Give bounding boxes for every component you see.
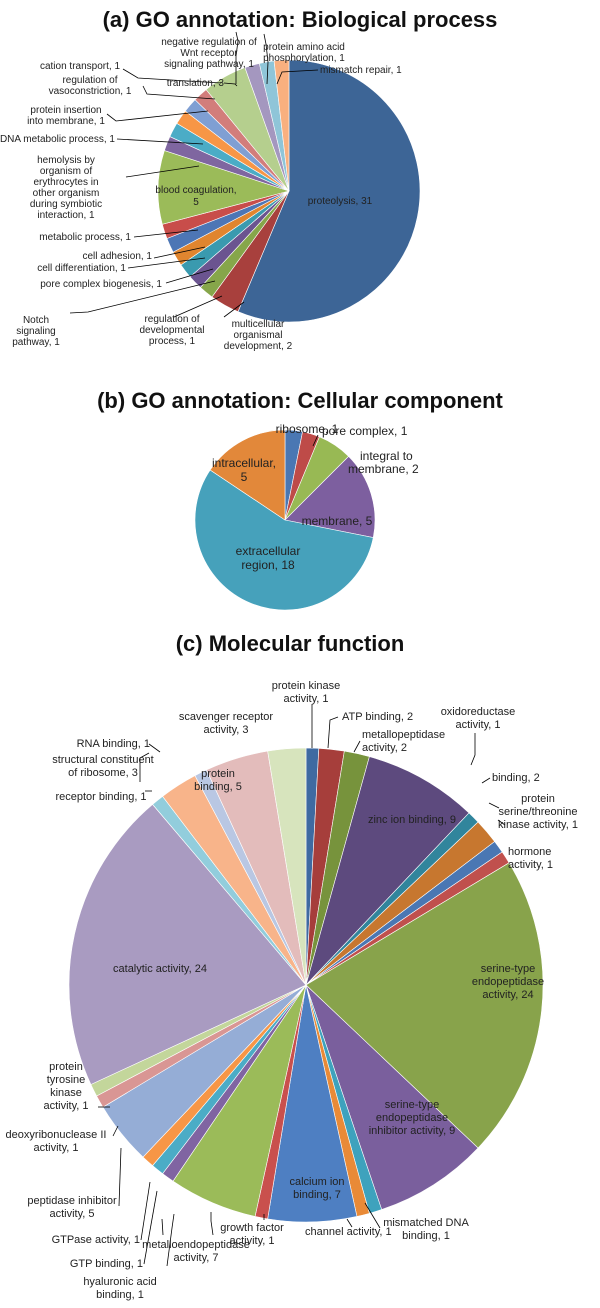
- chart-b-slices: [194, 429, 376, 611]
- chart-c-slice-scavenger-receptor-activity: [267, 747, 307, 986]
- chart-a-title: (a) GO annotation: Biological process: [103, 7, 498, 32]
- chart-c-label-catalytic-activity: catalytic activity, 24: [113, 963, 207, 975]
- chart-c-label-zinc-ion-binding: zinc ion binding, 9: [368, 814, 456, 826]
- chart-c-label-gtpase-activity: GTPase activity, 1: [52, 1234, 140, 1246]
- chart-a-label-cation-transport: cation transport, 1: [40, 61, 120, 72]
- chart-b-label-ribosome: ribosome, 1: [276, 422, 339, 436]
- chart-a-label-blood-coagulation: blood coagulation,5: [155, 185, 236, 208]
- chart-a-label-proteolysis: proteolysis, 31: [308, 196, 373, 207]
- chart-a-label-cell-differentiation: cell differentiation, 1: [37, 263, 126, 274]
- chart-c-title: (c) Molecular function: [176, 631, 405, 656]
- chart-b-slice-extracellular-region: [194, 469, 374, 611]
- chart-a-slice-proteolysis: [237, 59, 421, 323]
- chart-a-label-cell-adhesion: cell adhesion, 1: [83, 251, 153, 262]
- chart-c-slice-serine-type-endopeptidase-activity: [305, 862, 544, 1149]
- chart-c-label-receptor-binding: receptor binding, 1: [55, 791, 146, 803]
- chart-c-slice-zinc-ion-binding: [305, 756, 470, 986]
- chart-a-slice-mismatch-repair: [273, 59, 290, 192]
- chart-b-label-membrane: membrane, 5: [302, 514, 373, 528]
- chart-molecular-function: (c) Molecular function prot: [6, 631, 578, 1301]
- chart-a-label-pore-complex-biogenesis: pore complex biogenesis, 1: [40, 279, 162, 290]
- chart-a-label-dna-metabolic-process: DNA metabolic process, 1: [0, 134, 115, 145]
- chart-a-label-mismatch-repair: mismatch repair, 1: [320, 65, 402, 76]
- chart-a-label-metabolic-process: metabolic process, 1: [39, 232, 131, 243]
- chart-c-slice-serine-type-endopeptidase-inhibitor-activity: [305, 984, 479, 1210]
- chart-b-title: (b) GO annotation: Cellular component: [97, 388, 503, 413]
- chart-b-label-intracellular: intracellular,5: [212, 456, 276, 484]
- chart-a-slices: [157, 59, 421, 323]
- chart-c-label-gtp-binding: GTP binding, 1: [70, 1258, 143, 1270]
- chart-b-leader-lines: [312, 434, 319, 447]
- chart-c-label-rna-binding: RNA binding, 1: [77, 738, 150, 750]
- chart-c-label-atp-binding: ATP binding, 2: [342, 711, 413, 723]
- chart-biological-process: (a) GO annotation: Biological process pr…: [0, 7, 497, 352]
- chart-c-label-channel-activity: channel activity, 1: [305, 1226, 392, 1238]
- chart-c-leader-lines: [98, 704, 506, 1267]
- chart-cellular-component: (b) GO annotation: Cellular component ri…: [97, 388, 504, 611]
- chart-c-slices: [68, 747, 544, 1223]
- chart-b-slice-intracellular: [209, 429, 286, 521]
- chart-c-label-binding: binding, 2: [492, 772, 540, 784]
- chart-a-label-translation: translation, 3: [167, 78, 225, 89]
- chart-b-slice-membrane: [284, 455, 376, 538]
- chart-b-label-pore-complex: pore complex, 1: [322, 424, 408, 438]
- chart-a-leader-lines: [69, 31, 319, 318]
- chart-c-slice-catalytic-activity: [68, 803, 307, 1085]
